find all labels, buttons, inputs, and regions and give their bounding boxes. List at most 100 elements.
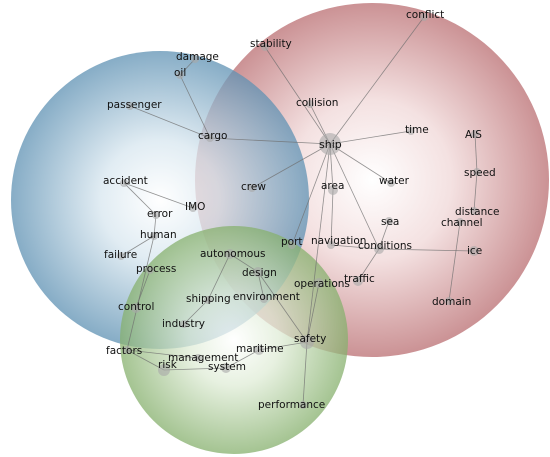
node-management[interactable] (194, 354, 202, 362)
node-shipping[interactable] (204, 296, 212, 304)
label-traffic: traffic (344, 273, 375, 285)
label-time: time (405, 124, 429, 136)
node-traffic[interactable] (353, 276, 363, 286)
label-passenger: passenger (107, 99, 162, 111)
node-control[interactable] (131, 303, 141, 313)
node-system[interactable] (221, 363, 231, 373)
node-passenger[interactable] (126, 102, 134, 110)
node-speed[interactable] (473, 168, 481, 176)
node-collision[interactable] (306, 100, 314, 108)
label-industry: industry (162, 318, 205, 330)
edge (329, 143, 392, 184)
label-autonomous: autonomous (200, 248, 266, 260)
node-design[interactable] (253, 267, 263, 277)
edge (257, 271, 308, 343)
node-operations[interactable] (314, 278, 324, 288)
label-design: design (242, 267, 277, 279)
node-water[interactable] (387, 179, 395, 187)
node-sea[interactable] (385, 217, 393, 225)
node-time[interactable] (407, 127, 415, 135)
node-channel[interactable] (456, 218, 464, 226)
label-sea: sea (381, 216, 399, 228)
edge (357, 248, 380, 282)
label-failure: failure (104, 249, 137, 261)
node-performance[interactable] (299, 401, 307, 409)
edge (329, 16, 425, 145)
label-speed: speed (464, 167, 496, 179)
label-human: human (140, 229, 177, 241)
label-risk: risk (158, 359, 178, 371)
edge (448, 221, 461, 302)
label-factors: factors (106, 345, 142, 357)
edge (135, 269, 151, 309)
label-ice: ice (467, 245, 482, 257)
node-error[interactable] (152, 211, 160, 219)
label-error: error (147, 208, 173, 220)
label-safety: safety (294, 333, 326, 345)
node-maritime[interactable] (254, 345, 264, 355)
label-water: water (379, 175, 410, 187)
label-crew: crew (241, 181, 266, 193)
edge (474, 133, 478, 173)
label-collision: collision (296, 97, 338, 109)
edge (163, 367, 227, 371)
node-cargo[interactable] (206, 134, 214, 142)
label-navigation: navigation (311, 235, 366, 247)
node-industry[interactable] (180, 320, 188, 328)
edge (229, 253, 259, 273)
edge (329, 130, 412, 145)
node-failure[interactable] (117, 252, 125, 260)
label-system: system (208, 361, 246, 373)
label-imo: IMO (185, 201, 205, 213)
node-autonomous[interactable] (225, 249, 235, 259)
edge (126, 235, 155, 351)
label-ais: AIS (465, 129, 482, 141)
node-conflict[interactable] (420, 13, 428, 21)
label-area: area (321, 180, 344, 192)
nodes (117, 13, 481, 409)
node-stability[interactable] (261, 43, 269, 51)
labels: ship conflict stability collision time A… (103, 9, 500, 411)
edge (207, 253, 231, 301)
node-safety[interactable] (300, 335, 314, 349)
label-management: management (168, 352, 238, 364)
edge (225, 349, 260, 369)
node-imo[interactable] (189, 204, 197, 212)
label-performance: performance (258, 399, 325, 411)
node-port[interactable] (288, 241, 296, 249)
edge (183, 299, 209, 325)
edge (126, 349, 199, 359)
node-accident[interactable] (120, 179, 128, 187)
node-risk[interactable] (158, 364, 170, 376)
node-navigation[interactable] (327, 241, 335, 249)
node-damage[interactable] (191, 55, 199, 63)
node-ice[interactable] (469, 246, 479, 256)
node-ship[interactable] (319, 133, 341, 155)
node-area[interactable] (328, 185, 338, 195)
node-human[interactable] (150, 232, 158, 240)
node-domain[interactable] (445, 297, 453, 305)
node-environment[interactable] (260, 295, 268, 303)
edge (330, 189, 334, 246)
node-ais[interactable] (471, 130, 479, 138)
edge (123, 182, 157, 216)
label-channel: channel (441, 217, 483, 229)
label-ship: ship (319, 138, 342, 151)
node-oil[interactable] (176, 71, 184, 79)
label-operations: operations (294, 278, 350, 290)
node-distance[interactable] (470, 207, 478, 215)
edge (258, 341, 308, 351)
edge (473, 171, 478, 212)
node-process[interactable] (146, 266, 154, 274)
node-crew[interactable] (248, 184, 256, 192)
node-factors[interactable] (123, 346, 131, 354)
label-stability: stability (250, 38, 292, 50)
label-process: process (136, 263, 176, 275)
label-control: control (118, 301, 154, 313)
edge (291, 143, 331, 246)
edge (329, 143, 380, 250)
node-conditions[interactable] (374, 244, 384, 254)
edge (129, 105, 211, 139)
